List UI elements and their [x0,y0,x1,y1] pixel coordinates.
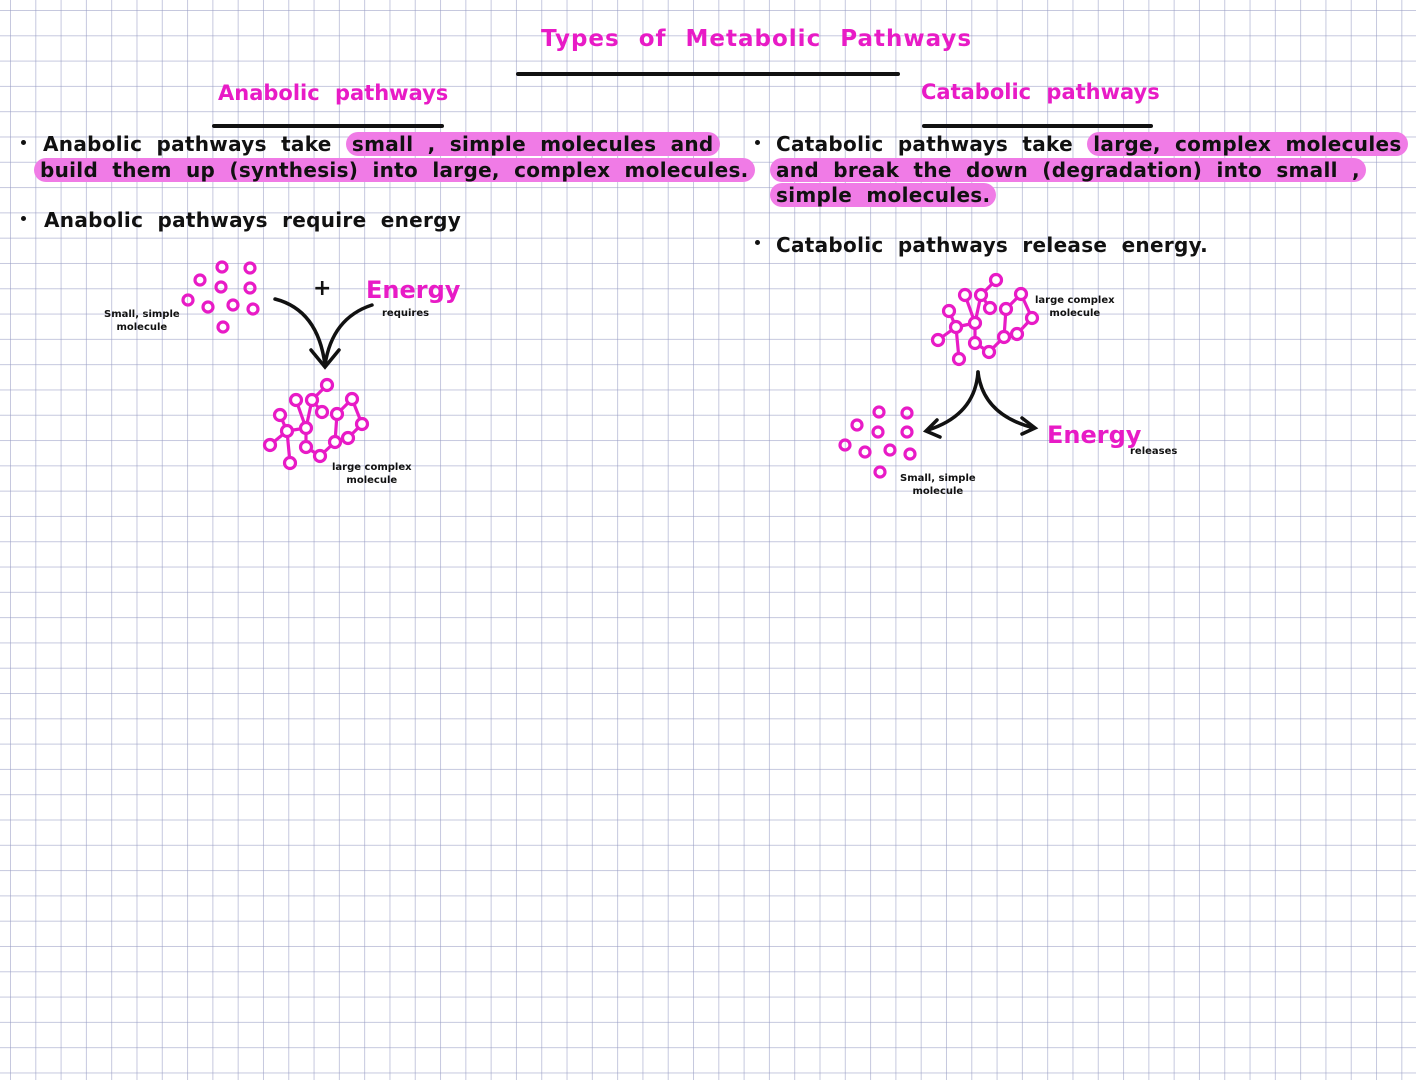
anabolic-input-label: Small, simple molecule [104,308,180,334]
caption-line: Small, simple [104,309,180,320]
anabolic-energy-label: Energy [366,276,461,304]
highlighted-text: simple molecules. [770,183,997,207]
catabolic-heading: Catabolic pathways [921,80,1160,104]
anabolic-bullet-1-line-2: build them up (synthesis) into large, co… [34,158,755,182]
anabolic-bullet-1-line-1: Anabolic pathways take small , simple mo… [43,132,720,156]
catabolic-output-label: Small, simple molecule [900,472,976,498]
highlighted-text: and break the down (degradation) into sm… [770,158,1366,182]
anabolic-bullet-2: Anabolic pathways require energy [44,208,461,232]
catabolic-bullet-1-line-1: Catabolic pathways take large, complex m… [776,132,1408,156]
caption-line: molecule [1049,308,1101,319]
highlighted-text: small , simple molecules and [345,132,720,156]
highlighted-text: large, complex molecules [1087,132,1408,156]
catabolic-input-label: large complex molecule [1035,294,1115,320]
catabolic-energy-sublabel: releases [1130,446,1178,457]
plain-text: Catabolic pathways take [776,132,1088,156]
caption-line: molecule [346,475,398,486]
catabolic-bullet-2: Catabolic pathways release energy. [776,233,1208,257]
plus-sign: + [313,276,332,301]
bullet-dot [755,240,760,245]
caption-line: molecule [912,486,964,497]
plain-text: Anabolic pathways take [43,132,346,156]
highlighted-text: build them up (synthesis) into large, co… [34,158,755,182]
anabolic-energy-sublabel: requires [382,308,430,319]
page-title: Types of Metabolic Pathways [541,26,973,52]
anabolic-output-label: large complex molecule [332,461,412,487]
caption-line: large complex [1035,295,1115,306]
bullet-dot [21,216,26,221]
anabolic-heading: Anabolic pathways [218,81,449,105]
catabolic-heading-underline [922,124,1153,128]
bullet-dot [755,140,760,145]
catabolic-bullet-1-line-2: and break the down (degradation) into sm… [770,158,1366,182]
anabolic-heading-underline [212,124,444,128]
plain-text: Catabolic pathways release energy. [776,233,1209,257]
catabolic-bullet-1-line-3: simple molecules. [770,183,997,207]
catabolic-energy-label: Energy [1047,421,1142,449]
title-underline [516,72,900,76]
plain-text: Anabolic pathways require energy [44,208,462,232]
bullet-dot [21,140,26,145]
caption-line: Small, simple [900,473,976,484]
caption-line: large complex [332,462,412,473]
caption-line: molecule [116,322,168,333]
